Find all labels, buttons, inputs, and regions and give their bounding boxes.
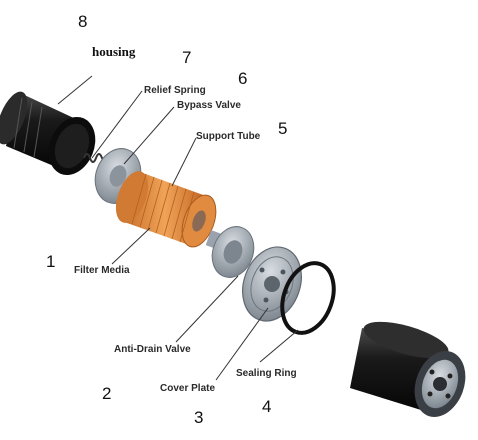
number-7: 7 — [182, 48, 191, 67]
cover-plate-part — [242, 246, 302, 322]
label-cover-plate: Cover Plate — [160, 383, 215, 394]
label-housing: housing — [92, 44, 136, 59]
number-5: 5 — [278, 119, 287, 138]
label-bypass-valve: Bypass Valve — [177, 100, 241, 111]
label-anti-drain-valve: Anti-Drain Valve — [114, 344, 191, 355]
number-8: 8 — [78, 12, 87, 31]
housing-part — [0, 91, 96, 176]
leader-lines — [57, 75, 299, 381]
number-2: 2 — [102, 384, 111, 403]
label-sealing-ring: Sealing Ring — [236, 368, 297, 379]
label-relief-spring: Relief Spring — [144, 85, 206, 96]
support-tube-part — [205, 226, 255, 278]
label-filter-media: Filter Media — [74, 265, 130, 276]
number-3: 3 — [194, 408, 203, 427]
number-4: 4 — [262, 397, 271, 416]
number-1: 1 — [46, 252, 55, 271]
filter-media-part — [115, 171, 217, 248]
number-6: 6 — [238, 69, 247, 88]
assembled-filter-part — [350, 321, 466, 417]
label-support-tube: Support Tube — [196, 131, 261, 142]
